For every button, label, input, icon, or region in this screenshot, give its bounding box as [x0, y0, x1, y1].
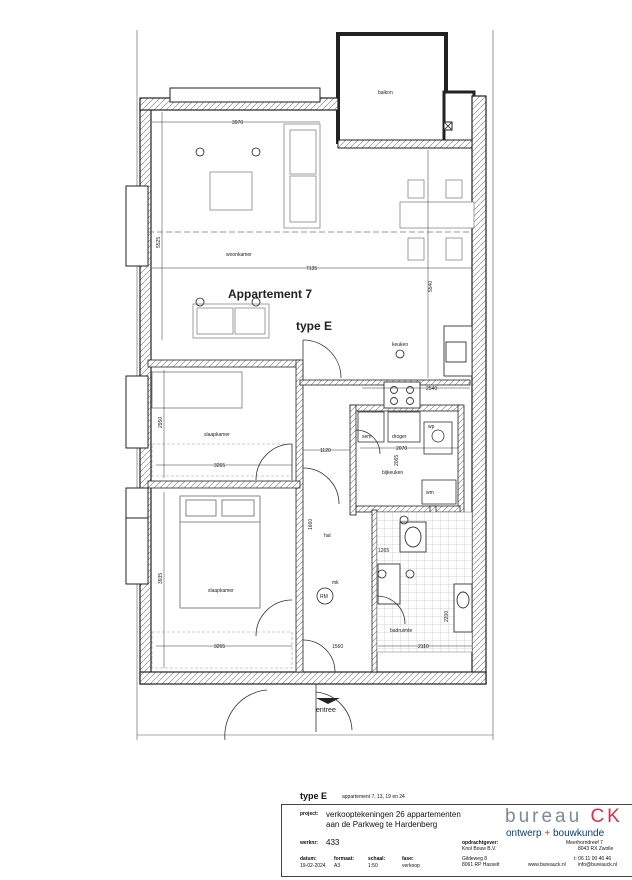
dim-2950: 2950 [158, 417, 164, 428]
tb-werknr: 433 [326, 838, 340, 847]
light-symbols [195, 147, 415, 579]
utility-units [357, 411, 457, 505]
dim-7135: 7135 [306, 266, 317, 272]
tb-client-label: opdrachtgever: [462, 840, 499, 846]
dimension-lines [148, 112, 472, 668]
tb-office-addr2: 8043 RX Zwolle [578, 846, 614, 852]
tb-client-addr2: 8061 RP Hasselt [462, 862, 500, 868]
dim-2200: 2200 [444, 611, 450, 622]
tb-datum-label: datum: [300, 856, 317, 862]
room-bedroom2: slaapkamer [208, 588, 234, 594]
tb-office-web[interactable]: www.bureauck.nl [528, 862, 566, 868]
logo-plus: + [544, 828, 551, 839]
bureau-ck-tagline: ontwerp + bouwkunde [506, 828, 604, 839]
dim-5525: 5525 [156, 237, 162, 248]
tb-formaat-label: formaat: [334, 856, 355, 862]
dim-3265-bottom: 3265 [214, 644, 225, 650]
living-furniture [192, 123, 475, 339]
tb-type: type E [300, 791, 328, 801]
dimension-labels: 3970 5525 7135 5540 2540 2950 3265 1120 … [156, 120, 450, 650]
dim-2065: 2065 [394, 455, 400, 466]
label-washer: wm [426, 490, 434, 496]
label-wp: wp [428, 424, 435, 430]
bathroom-fixtures [377, 521, 473, 633]
tb-office-addr1: Meerhorndreef 7 [566, 840, 603, 846]
tb-client-name: Knol Bouw B.V. [462, 846, 497, 852]
label-mk: mk [332, 580, 339, 586]
tb-fase-label: fase: [402, 856, 414, 862]
dim-3935: 3935 [158, 573, 164, 584]
logo-sub1: ontwerp [506, 828, 545, 839]
floor-plan: Appartement 7 type E entree balkon woonk… [125, 30, 494, 741]
logo-part2: CK [590, 806, 623, 827]
tb-fase: verkoop [402, 863, 420, 869]
plan-title: Appartement 7 [228, 287, 312, 301]
balcony [336, 32, 476, 146]
dim-2540: 2540 [426, 386, 437, 392]
tb-type-sub: appartement 7, 13, 19 en 24 [342, 794, 405, 800]
bed [179, 495, 261, 609]
bureau-ck-logo: bureau CK [505, 806, 623, 828]
dim-1265: 1265 [378, 548, 389, 554]
tb-schaal: 1:50 [368, 863, 378, 869]
label-dryer: droger [392, 434, 407, 440]
dim-3265-top: 3265 [214, 463, 225, 469]
room-bedroom1: slaapkamer [204, 432, 230, 438]
room-bathroom: badruimte [390, 628, 412, 634]
room-kitchen: keuken [392, 342, 408, 348]
tb-datum: 19-02-2024 [300, 863, 326, 869]
kitchen-units [383, 325, 473, 409]
rm-circle [316, 587, 334, 605]
room-balcony: balkon [378, 90, 393, 96]
tb-werknr-label: werknr: [300, 840, 319, 846]
wardrobes [151, 443, 293, 669]
dim-1560: 1560 [332, 644, 343, 650]
bedroom1-bed [151, 371, 243, 409]
logo-part1: bureau [505, 806, 591, 827]
title-block-bottom-rule [281, 876, 632, 877]
label-sem: sem [362, 434, 371, 440]
type-label: type E [296, 319, 332, 333]
tb-client-addr1: Gildeweg 8 [462, 856, 488, 862]
dim-1660: 1660 [308, 519, 314, 530]
tb-office-mail[interactable]: info@bureauck.nl [578, 862, 617, 868]
room-utility: bijkeuken [382, 470, 403, 476]
logo-sub2: bouwkunde [550, 828, 605, 839]
tb-project-line2: aan de Parkweg te Hardenberg [326, 820, 438, 829]
dim-5540: 5540 [428, 281, 434, 292]
dim-1120: 1120 [320, 448, 331, 454]
tb-schaal-label: schaal: [368, 856, 386, 862]
tb-office-tel: t: 06 11 00 46 46 [574, 856, 612, 862]
doors [224, 339, 406, 741]
entrance-arrow [316, 698, 340, 704]
label-rm: RM [320, 594, 328, 600]
tb-formaat: A3 [334, 863, 341, 869]
dim-3970: 3970 [232, 120, 243, 126]
dim-2110: 2110 [418, 644, 429, 650]
title-block-rule [281, 804, 632, 805]
tb-project-line1: verkooptekeningen 26 appartementen [326, 810, 461, 819]
room-living: woonkamer [226, 252, 252, 258]
tb-project-label: project: [300, 811, 319, 817]
room-hall: hal [324, 533, 331, 539]
entrance-label: entree [316, 707, 336, 714]
title-block-left-rule [281, 804, 282, 876]
west-windows [125, 185, 149, 585]
dim-2070: 2070 [396, 446, 407, 452]
